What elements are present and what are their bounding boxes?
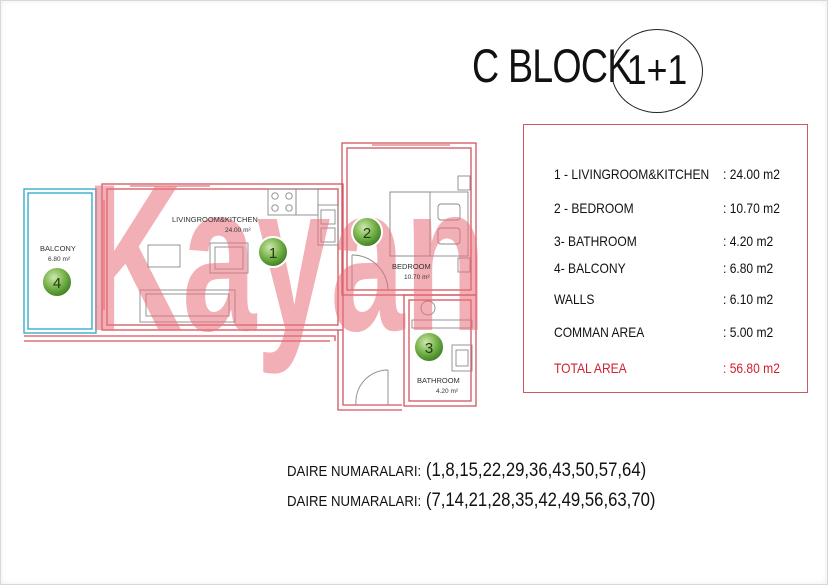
legend-label: COMMAN AREA — [554, 324, 645, 340]
legend-row: 3- BATHROOM : 4.20 m2 — [524, 233, 809, 255]
balcony-area: 6.80 m² — [48, 256, 71, 263]
legend-label: WALLS — [554, 291, 595, 307]
balcony-outline — [23, 188, 97, 334]
room-marker-1: 1 — [257, 236, 289, 268]
unit-type-badge: 1+1 — [611, 29, 703, 113]
windows — [103, 144, 450, 310]
apartment-numbers-line: DAIRE NUMARALARI: (7,14,21,28,35,42,49,5… — [287, 490, 656, 512]
legend-total-label: TOTAL AREA — [554, 360, 627, 376]
legend-row: 2 - BEDROOM : 10.70 m2 — [524, 200, 809, 222]
room-marker-2: 2 — [351, 216, 383, 248]
living-room-area: 24.00 m² — [225, 227, 251, 234]
svg-text:2: 2 — [363, 225, 371, 242]
legend-label: 1 - LIVINGROOM&KITCHEN — [554, 166, 710, 182]
furniture — [139, 175, 473, 406]
legend-label: 2 - BEDROOM — [554, 200, 634, 216]
legend-row: 4- BALCONY : 6.80 m2 — [524, 260, 809, 282]
legend-value: : 6.10 m2 — [723, 291, 774, 307]
bedroom-name: BEDROOM — [392, 262, 431, 271]
bathroom-area: 4.20 m² — [436, 388, 459, 395]
apartment-numbers-label: DAIRE NUMARALARI: — [287, 463, 422, 480]
legend-total-row: TOTAL AREA : 56.80 m2 — [524, 360, 809, 382]
walls — [24, 142, 477, 411]
legend-value: : 24.00 m2 — [723, 166, 780, 182]
legend-row: COMMAN AREA : 5.00 m2 — [524, 324, 809, 346]
legend-value: : 10.70 m2 — [723, 200, 780, 216]
legend-total-value: : 56.80 m2 — [723, 360, 780, 376]
bathroom-name: BATHROOM — [417, 376, 460, 385]
balcony-name: BALCONY — [40, 244, 76, 253]
room-marker-3: 3 — [413, 331, 445, 363]
legend-value: : 5.00 m2 — [723, 324, 774, 340]
legend-value: : 6.80 m2 — [723, 260, 774, 276]
apartment-numbers-values: (1,8,15,22,29,36,43,50,57,64) — [425, 460, 647, 481]
apartment-numbers-line: DAIRE NUMARALARI: (1,8,15,22,29,36,43,50… — [287, 460, 646, 482]
svg-text:4: 4 — [53, 275, 61, 292]
bedroom-area: 10.70 m² — [404, 274, 430, 281]
legend-label: 4- BALCONY — [554, 260, 626, 276]
legend-row: WALLS : 6.10 m2 — [524, 291, 809, 313]
area-legend: 1 - LIVINGROOM&KITCHEN : 24.00 m2 2 - BE… — [523, 124, 808, 393]
living-room-name: LIVINGROOM&KITCHEN — [172, 215, 258, 224]
legend-value: : 4.20 m2 — [723, 233, 774, 249]
svg-text:3: 3 — [425, 340, 433, 357]
room-marker-4: 4 — [41, 266, 73, 298]
legend-row: 1 - LIVINGROOM&KITCHEN : 24.00 m2 — [524, 166, 809, 188]
block-title: C BLOCK — [472, 39, 632, 92]
legend-label: 3- BATHROOM — [554, 233, 637, 249]
apartment-numbers-label: DAIRE NUMARALARI: — [287, 493, 422, 510]
unit-type-text: 1+1 — [626, 46, 688, 93]
svg-text:1: 1 — [269, 245, 277, 262]
apartment-numbers-values: (7,14,21,28,35,42,49,56,63,70) — [425, 490, 656, 511]
